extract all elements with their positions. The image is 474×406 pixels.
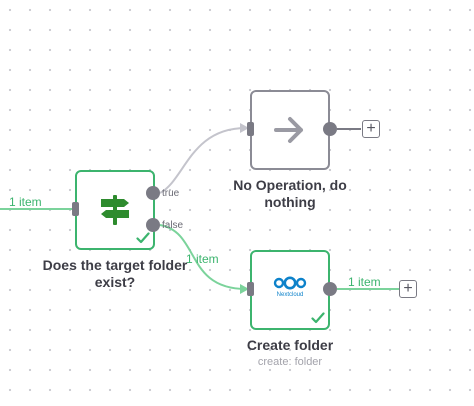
plus-icon: +: [403, 280, 413, 297]
connection-true-arrowhead: [240, 123, 249, 133]
if-false-output-port[interactable]: [146, 218, 160, 232]
nextcloud-logo-text: Nextcloud: [276, 291, 304, 298]
noop-add-node-button[interactable]: +: [362, 120, 380, 138]
nextcloud-output-port[interactable]: [323, 282, 337, 296]
nextcloud-add-node-button[interactable]: +: [399, 280, 417, 298]
nextcloud-node[interactable]: Nextcloud: [250, 250, 330, 330]
connection-false-arrowhead: [240, 284, 249, 294]
noop-output-port[interactable]: [323, 122, 337, 136]
if-node-title: Does the target folder exist?: [42, 257, 188, 290]
noop-node-title: No Operation, do nothing: [233, 177, 347, 210]
input-items-label: 1 item: [9, 195, 42, 209]
plus-icon: +: [366, 120, 376, 137]
arrow-right-icon: [252, 92, 328, 168]
true-branch-label: true: [162, 188, 180, 199]
noop-node[interactable]: [250, 90, 330, 170]
nextcloud-input-port[interactable]: [247, 282, 254, 296]
if-input-port[interactable]: [72, 202, 79, 216]
success-check-icon: [311, 312, 325, 324]
if-true-output-port[interactable]: [146, 186, 160, 200]
false-branch-items-label: 1 item: [186, 252, 219, 266]
noop-input-port[interactable]: [247, 122, 254, 136]
output-items-label: 1 item: [348, 275, 381, 289]
if-node[interactable]: [75, 170, 155, 250]
nextcloud-node-title: Create folder: [246, 337, 334, 353]
nextcloud-node-subtitle: create: folder: [257, 356, 323, 368]
connection-false-to-nextcloud[interactable]: [159, 224, 247, 290]
success-check-icon: [136, 232, 150, 244]
nextcloud-icon: Nextcloud: [252, 252, 328, 328]
signpost-icon: [77, 172, 153, 248]
false-branch-label: false: [162, 220, 184, 231]
connection-true-to-noop[interactable]: [159, 127, 247, 194]
